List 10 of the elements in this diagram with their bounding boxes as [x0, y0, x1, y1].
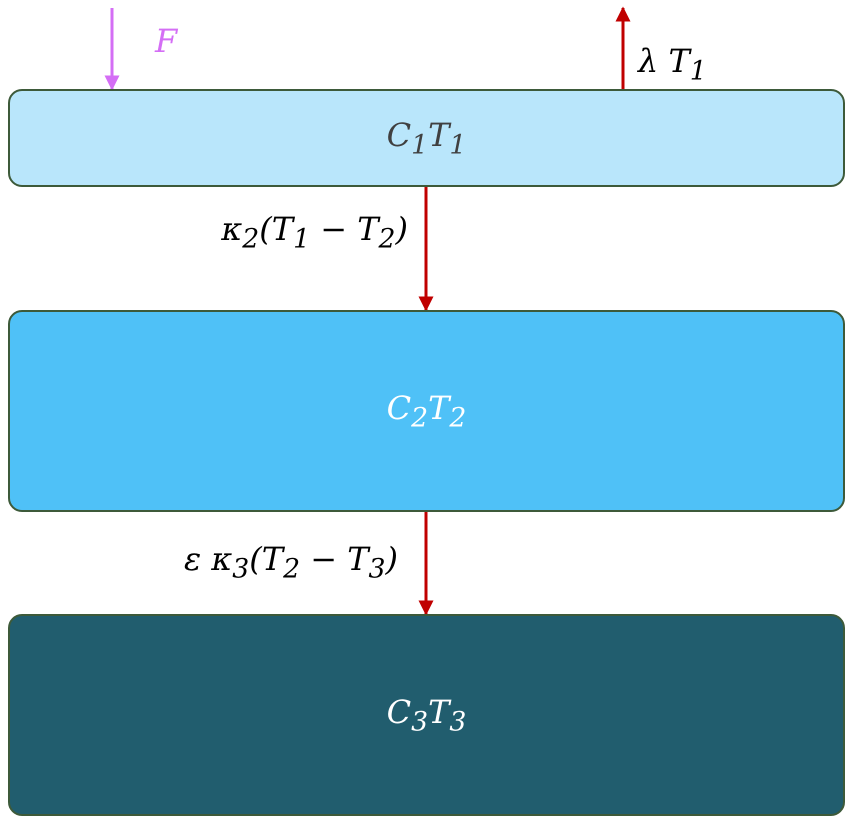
- box-label: C$_{3}$T$_{3}$: [386, 692, 466, 738]
- box-label: C$_{2}$T$_{2}$: [386, 388, 466, 434]
- arrow: [418, 512, 434, 616]
- arrow: [418, 187, 434, 312]
- arrow: [104, 8, 120, 90]
- arrow: [616, 6, 630, 89]
- compartment-box: [8, 310, 845, 512]
- compartment-box: [8, 614, 845, 816]
- compartment-box: [8, 89, 845, 187]
- box-label: C$_{1}$T$_{1}$: [386, 116, 466, 160]
